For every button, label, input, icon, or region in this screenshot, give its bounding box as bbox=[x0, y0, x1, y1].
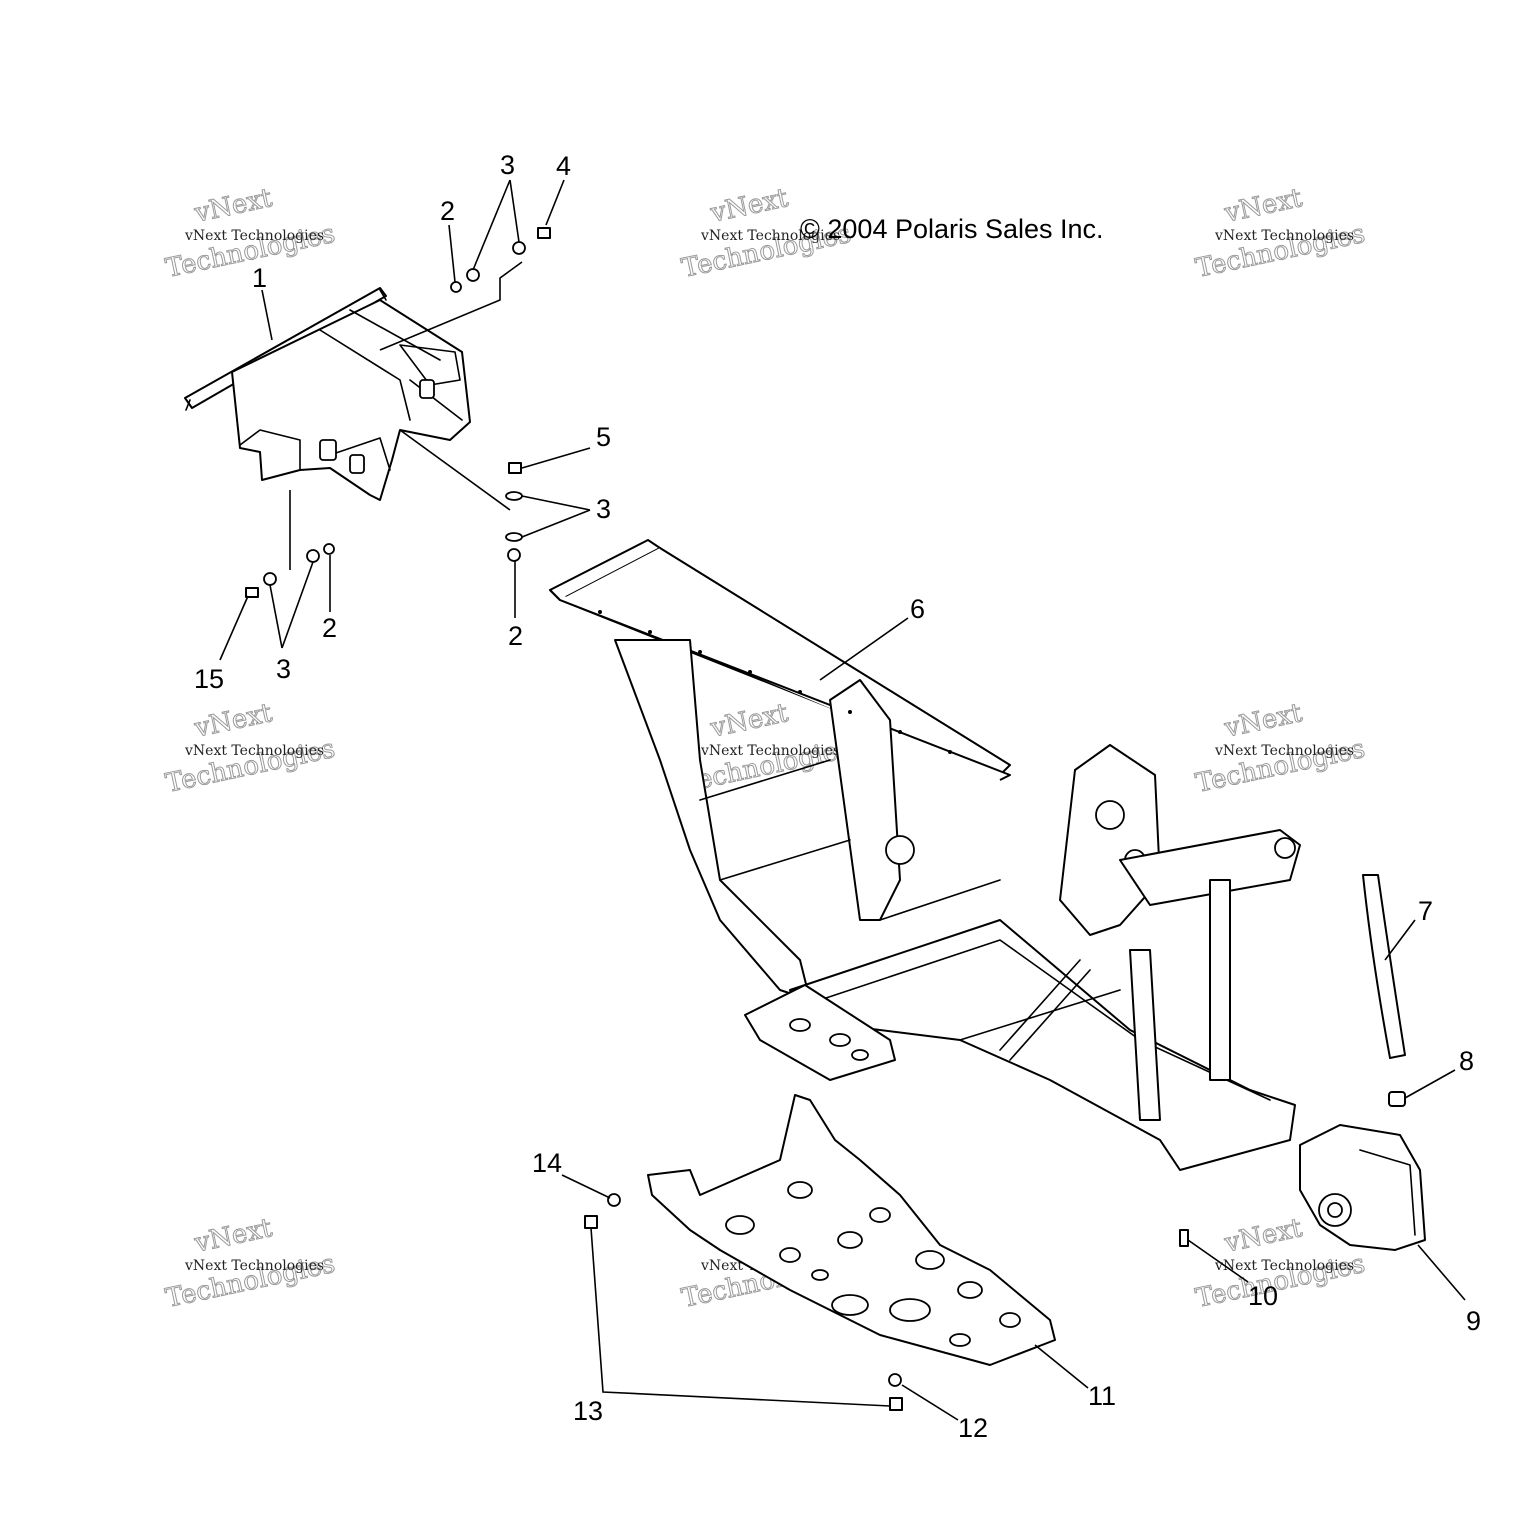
callout-12: 12 bbox=[958, 1413, 988, 1443]
svg-text:vNext Technologies: vNext Technologies bbox=[1214, 1258, 1354, 1274]
watermark-top-right: vNext Technologies vNext Technologies bbox=[1193, 183, 1369, 285]
callout-7: 7 bbox=[1418, 896, 1433, 926]
svg-text:vNext: vNext bbox=[191, 698, 275, 744]
callout-11: 11 bbox=[1088, 1381, 1116, 1411]
svg-text:vNext Technologies: vNext Technologies bbox=[184, 743, 324, 759]
callout-6: 6 bbox=[910, 594, 925, 624]
callout-9: 9 bbox=[1466, 1306, 1481, 1336]
svg-text:vNext: vNext bbox=[191, 1213, 275, 1259]
callout-14: 14 bbox=[532, 1148, 562, 1178]
washer-3-top-a-icon bbox=[466, 268, 480, 282]
bolt-4-icon bbox=[537, 227, 551, 239]
callout-4: 4 bbox=[556, 151, 571, 181]
callout-3-top: 3 bbox=[500, 150, 515, 180]
svg-text:vNext: vNext bbox=[1221, 698, 1305, 744]
watermark-mid-right: vNext Technologies vNext Technologies bbox=[1193, 698, 1369, 800]
bolt-13-left-icon bbox=[584, 1215, 598, 1229]
callout-1: 1 bbox=[252, 263, 267, 293]
washer-3-top-b-icon bbox=[512, 241, 526, 255]
hose-7 bbox=[1362, 874, 1406, 1059]
svg-text:vNext Technologies: vNext Technologies bbox=[700, 228, 840, 244]
svg-text:vNext Technologies: vNext Technologies bbox=[1214, 743, 1354, 759]
watermark-mid-center: vNext Technologies vNext Technologies bbox=[679, 698, 855, 800]
callout-2-left: 2 bbox=[322, 613, 337, 643]
leader-lines bbox=[219, 179, 1466, 1421]
washer-12-icon bbox=[888, 1373, 902, 1387]
watermark-mid-left: vNext Technologies vNext Technologies bbox=[163, 698, 339, 800]
cap-8 bbox=[1388, 1091, 1406, 1107]
callout-13: 13 bbox=[573, 1396, 603, 1426]
bolt-5-icon bbox=[508, 462, 522, 474]
washer-3-mid-a-icon bbox=[505, 491, 523, 501]
callout-3-left: 3 bbox=[276, 654, 291, 684]
svg-text:vNext: vNext bbox=[191, 183, 275, 229]
callout-10: 10 bbox=[1248, 1281, 1278, 1311]
copyright-text: © 2004 Polaris Sales Inc. bbox=[800, 214, 1104, 244]
nut-2-top-icon bbox=[450, 281, 462, 293]
svg-text:vNext: vNext bbox=[707, 698, 791, 744]
svg-text:vNext Technologies: vNext Technologies bbox=[184, 228, 324, 244]
svg-text:vNext: vNext bbox=[707, 183, 791, 229]
svg-text:vNext Technologies: vNext Technologies bbox=[184, 1258, 324, 1274]
bolt-10 bbox=[1179, 1229, 1189, 1247]
nut-2-left-icon bbox=[323, 543, 335, 555]
skid-plate-11 bbox=[647, 1094, 1056, 1366]
callout-15: 15 bbox=[194, 664, 224, 694]
bolt-13-icon bbox=[889, 1397, 903, 1411]
callout-labels: 1 2 3 4 5 3 2 2 3 15 6 7 8 9 10 11 12 13… bbox=[194, 150, 1481, 1443]
washer-3-left-b-icon bbox=[306, 549, 320, 563]
nut-2-mid-icon bbox=[507, 548, 521, 562]
callout-5: 5 bbox=[596, 422, 611, 452]
washer-3-mid-b-icon bbox=[505, 532, 523, 542]
svg-text:vNext Technologies: vNext Technologies bbox=[1214, 228, 1354, 244]
bolt-15-icon bbox=[245, 587, 259, 598]
washer-3-left-icon bbox=[263, 572, 277, 586]
callout-8: 8 bbox=[1459, 1046, 1474, 1076]
callout-3-mid: 3 bbox=[596, 494, 611, 524]
svg-text:vNext: vNext bbox=[1221, 1213, 1305, 1259]
main-frame bbox=[549, 539, 1301, 1171]
front-rack-assembly bbox=[184, 287, 471, 501]
callout-2-top: 2 bbox=[440, 196, 455, 226]
watermark-top-left: vNext Technologies vNext Technologies bbox=[163, 183, 339, 285]
nut-14-icon bbox=[607, 1193, 621, 1207]
gearcase-9 bbox=[1299, 1124, 1426, 1251]
callout-2-mid: 2 bbox=[508, 621, 523, 651]
watermark-bottom-left: vNext Technologies vNext Technologies bbox=[163, 1213, 339, 1315]
svg-text:vNext Technologies: vNext Technologies bbox=[700, 743, 840, 759]
svg-text:vNext: vNext bbox=[1221, 183, 1305, 229]
